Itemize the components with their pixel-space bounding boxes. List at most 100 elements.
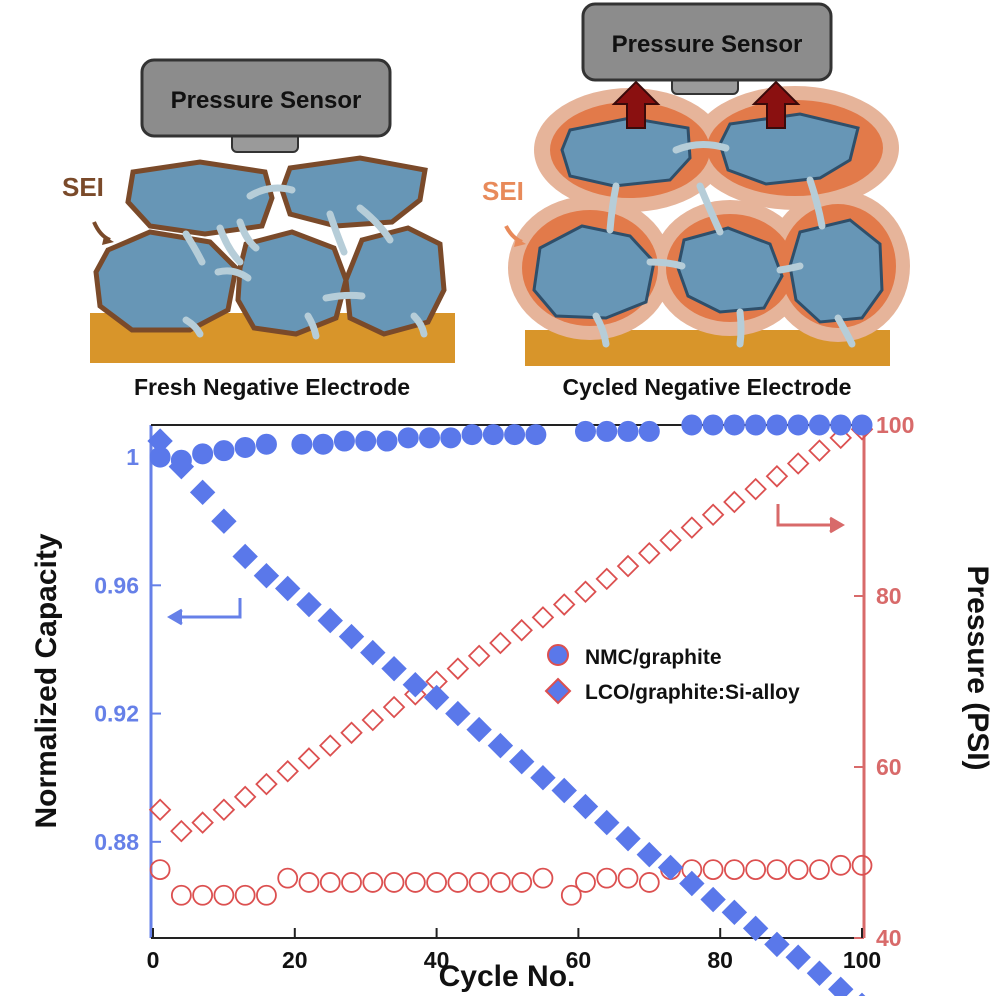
- circle-marker-capacity: [574, 420, 596, 442]
- circle-marker-pressure: [745, 859, 767, 880]
- circle-marker-capacity: [234, 436, 256, 458]
- left-ticks: 0.880.920.961: [94, 444, 161, 855]
- cycled-particle: [532, 224, 656, 320]
- cycled-pressure-sensor: [581, 2, 833, 82]
- fresh-particle: [343, 225, 447, 337]
- circle-marker-pressure: [723, 859, 745, 880]
- circle-marker-capacity: [787, 414, 809, 436]
- diamond-marker-pressure: [233, 785, 257, 809]
- diamond-marker-pressure: [723, 490, 746, 514]
- diamond-marker-pressure: [148, 798, 172, 822]
- legend-label-lco: LCO/graphite:Si-alloy: [585, 681, 800, 704]
- diamond-marker-capacity: [381, 655, 407, 682]
- right-axis-indicator-arrow: [776, 504, 845, 534]
- fresh-particle: [125, 159, 275, 237]
- cycled-particle: [718, 112, 860, 186]
- circle-marker-capacity: [504, 424, 526, 446]
- circle-marker-capacity: [596, 420, 618, 442]
- cycled-arrow-up-right: [751, 80, 801, 129]
- circle-marker-capacity: [851, 414, 873, 436]
- cycled-sei-label: SEI: [482, 176, 524, 206]
- diamond-marker-capacity: [785, 944, 811, 970]
- diamond-marker-capacity: [360, 639, 386, 666]
- left-tick-label: 1: [126, 444, 139, 470]
- cycled-particle: [560, 116, 692, 188]
- circle-marker-capacity: [312, 433, 334, 455]
- circle-marker-pressure: [277, 867, 299, 889]
- x-tick-label: 40: [424, 947, 450, 973]
- circle-marker-capacity: [461, 424, 483, 446]
- diamond-marker-pressure: [808, 439, 831, 462]
- circle-marker-pressure: [362, 872, 384, 893]
- circle-marker-pressure: [383, 872, 405, 893]
- circle-marker-pressure: [766, 859, 788, 880]
- diamond-marker-pressure: [297, 747, 321, 770]
- diamond-marker-capacity: [594, 809, 620, 836]
- diamond-marker-capacity: [487, 732, 514, 759]
- diamond-marker-pressure: [531, 606, 555, 629]
- circle-marker-pressure: [426, 872, 448, 893]
- circle-marker-pressure: [170, 884, 192, 906]
- cycled-caption: Cycled Negative Electrode: [563, 374, 852, 400]
- x-axis-label: Cycle No.: [439, 960, 576, 993]
- circle-marker-capacity: [192, 443, 214, 465]
- circle-marker-capacity: [376, 430, 398, 452]
- fresh-sei-pointer: [92, 221, 111, 242]
- left-tick-label: 0.96: [94, 572, 139, 598]
- diamond-marker-pressure: [638, 541, 661, 565]
- diamond-marker-pressure: [276, 760, 299, 783]
- diamond-marker-capacity: [530, 764, 556, 791]
- diamond-marker-pressure: [212, 798, 236, 822]
- x-tick-label: 80: [707, 947, 733, 973]
- circle-marker-capacity: [419, 427, 441, 449]
- circle-marker-pressure: [787, 859, 809, 880]
- circle-marker-pressure: [830, 854, 852, 876]
- circle-marker-pressure: [234, 884, 256, 906]
- x-tick-label: 20: [282, 947, 308, 973]
- left-axis-label: Normalized Capacity: [30, 533, 63, 828]
- fresh-caption: Fresh Negative Electrode: [134, 374, 410, 400]
- diamond-marker-capacity: [636, 841, 663, 868]
- legend: NMC/graphite LCO/graphite:Si-alloy: [544, 644, 800, 705]
- diamond-marker-pressure: [382, 695, 406, 719]
- cycled-particle: [676, 226, 784, 314]
- left-axis-indicator-arrow: [167, 598, 242, 626]
- diamond-marker-capacity: [806, 960, 833, 986]
- circle-marker-pressure: [560, 884, 582, 906]
- circle-marker-pressure: [298, 872, 320, 893]
- left-tick-label: 0.88: [94, 829, 139, 855]
- circle-marker-pressure: [213, 884, 235, 906]
- circle-marker-pressure: [149, 859, 171, 880]
- circle-marker-capacity: [482, 424, 504, 446]
- data-markers: [147, 414, 874, 996]
- diamond-marker-capacity: [551, 777, 577, 804]
- diamond-marker-pressure: [744, 477, 767, 501]
- diamond-marker-pressure: [616, 554, 640, 578]
- diamond-marker-capacity: [423, 684, 450, 711]
- fresh-electrode-schematic: Pressure Sensor SEI Fresh Negative Elect…: [62, 58, 455, 400]
- right-tick-label: 80: [876, 583, 902, 609]
- circle-marker-pressure: [447, 872, 469, 893]
- diamond-marker-capacity: [317, 607, 343, 634]
- diamond-marker-pressure: [829, 426, 853, 450]
- diamond-marker-capacity: [466, 716, 492, 743]
- diamond-marker-pressure: [340, 721, 363, 745]
- circle-marker-pressure: [192, 884, 214, 906]
- diamond-marker-capacity: [764, 931, 790, 958]
- diamond-marker-capacity: [742, 915, 769, 942]
- circle-marker-capacity: [830, 414, 852, 436]
- circle-marker-pressure: [490, 872, 511, 893]
- diamond-marker-capacity: [402, 671, 429, 698]
- diamond-marker-capacity: [858, 992, 866, 996]
- circle-marker-capacity: [397, 427, 419, 449]
- diamond-marker-pressure: [574, 580, 597, 603]
- circle-marker-capacity: [723, 414, 745, 436]
- circle-marker-pressure: [341, 872, 362, 893]
- cycled-arrow-up-left: [611, 80, 661, 129]
- diamond-marker-capacity: [253, 562, 280, 589]
- circle-marker-capacity: [333, 430, 355, 452]
- circle-marker-pressure: [809, 859, 830, 880]
- legend-label-nmc: NMC/graphite: [585, 646, 722, 669]
- diamond-marker-pressure: [595, 567, 619, 591]
